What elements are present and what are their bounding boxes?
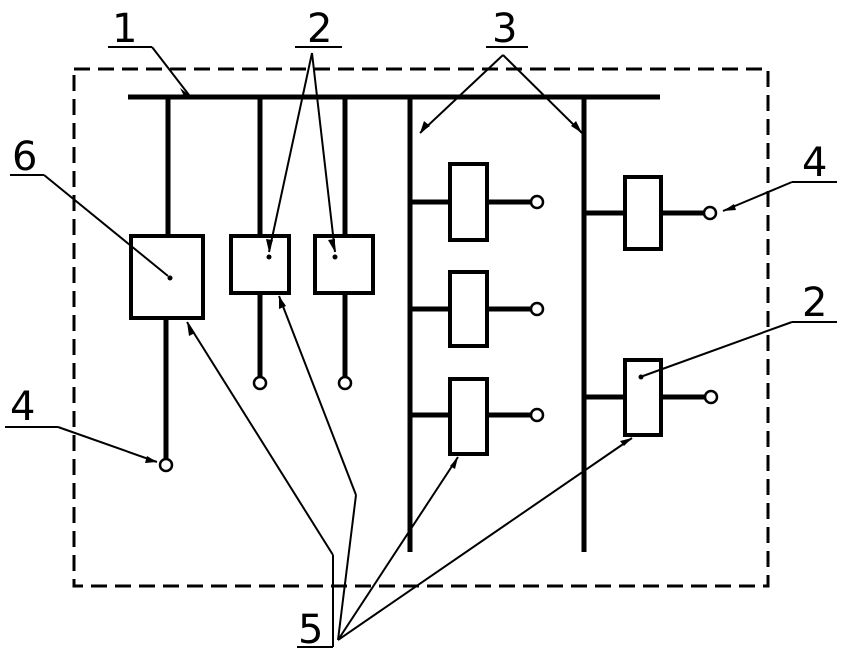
enclosure-dashed-border [72,67,770,588]
branch-right-unit-1 [584,175,718,251]
device-box-b [313,234,375,295]
leader-lines [5,46,837,648]
label-bus: 1 [112,6,137,52]
label-terminal-left: 4 [10,384,35,430]
main-unit-dot [167,275,173,281]
terminal-device-b [337,375,353,391]
branch-left-unit-1 [410,162,545,242]
label-device-top: 2 [307,6,332,52]
main-unit-box-6 [129,234,205,320]
device-b-dot [332,254,338,260]
arrow-heads [145,88,736,469]
label-device-right: 2 [802,280,827,326]
label-branch: 3 [492,6,517,52]
device-box-a [229,234,291,295]
label-connector: 5 [298,607,323,653]
branch-left-unit-3 [410,377,545,456]
label-main-unit: 6 [12,134,37,180]
terminal-device-a [252,375,268,391]
branch-left-unit-2 [410,270,545,348]
branch-right-unit-2 [584,358,719,437]
device-a-dot [266,254,272,260]
label-terminal-right: 4 [802,140,827,186]
terminal-left [158,457,174,473]
